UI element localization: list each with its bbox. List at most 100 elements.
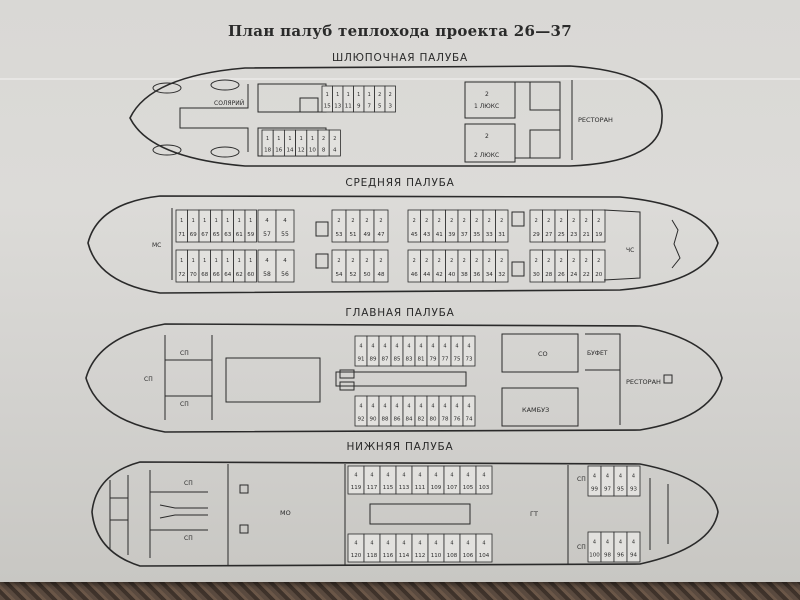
cabin-60[interactable] — [244, 249, 257, 283]
cabin-32[interactable] — [495, 249, 509, 283]
cabin-berths: 4 — [395, 343, 398, 349]
cabin-19[interactable] — [592, 209, 606, 243]
main-deck-aft-partitions — [164, 335, 213, 420]
cabin-number: 26 — [558, 272, 565, 278]
cabin-number: 20 — [595, 272, 602, 278]
cabin-berths: 2 — [337, 218, 340, 224]
cabin-berths: 4 — [434, 541, 437, 547]
cabin-berths: 4 — [443, 403, 446, 409]
middle-bow-room — [603, 209, 641, 281]
plan-title: План палуб теплохода проекта 26—37 — [227, 22, 573, 40]
cabin-number: 14 — [287, 147, 294, 153]
middle-deck-hull — [87, 195, 719, 294]
lux-1-cabin[interactable] — [464, 81, 516, 119]
lower-deck-center-block — [369, 503, 471, 525]
cabin-berths: 4 — [370, 473, 373, 479]
cabin-berths: 4 — [402, 473, 405, 479]
cabin-56[interactable] — [275, 249, 295, 283]
cabin-berths: 2 — [425, 218, 428, 224]
cabin-number: 87 — [382, 357, 389, 363]
main-deck-restaurant-stair — [663, 374, 673, 384]
cabin-number: 30 — [533, 272, 540, 278]
cabin-number: 38 — [461, 272, 468, 278]
lower-mo-label: МО — [280, 509, 291, 517]
cabin-number: 34 — [486, 272, 493, 278]
cabin-103[interactable] — [475, 465, 493, 495]
cabin-berths: 1 — [215, 258, 218, 264]
cabin-48[interactable] — [373, 249, 389, 283]
cabin-number: 61 — [236, 232, 243, 238]
cabin-number: 92 — [358, 417, 365, 423]
cabin-number: 41 — [436, 232, 443, 238]
cabin-berths: 4 — [431, 343, 434, 349]
cabin-berths: 4 — [632, 473, 635, 479]
cabin-number: 111 — [415, 485, 426, 491]
cabin-3[interactable] — [384, 85, 396, 113]
cabin-number: 90 — [370, 417, 377, 423]
cabin-berths: 1 — [203, 258, 206, 264]
boat-deck-stair — [299, 97, 319, 113]
cabin-number: 80 — [430, 417, 437, 423]
main-deck-stair — [339, 381, 355, 391]
cabin-number: 31 — [498, 232, 505, 238]
cabin-berths: 4 — [455, 403, 458, 409]
cabin-berths: 4 — [619, 539, 622, 545]
cabin-number: 62 — [236, 272, 243, 278]
cabin-number: 50 — [364, 272, 371, 278]
cabin-berths: 2 — [560, 258, 563, 264]
cabin-number: 109 — [431, 485, 442, 491]
cabin-berths: 4 — [482, 473, 485, 479]
cabin-berths: 1 — [203, 218, 206, 224]
cabin-number: 81 — [418, 357, 425, 363]
cabin-94[interactable] — [626, 531, 641, 563]
cabin-berths: 4 — [386, 473, 389, 479]
cabin-93[interactable] — [626, 465, 641, 497]
cabin-20[interactable] — [592, 249, 606, 283]
cabin-55[interactable] — [275, 209, 295, 243]
cabin-berths: 4 — [466, 473, 469, 479]
cabin-number: 119 — [351, 485, 362, 491]
cabin-berths: 1 — [249, 218, 252, 224]
cabin-number: 117 — [367, 485, 378, 491]
cabin-berths: 2 — [500, 218, 503, 224]
cabin-berths: 4 — [371, 403, 374, 409]
cabin-number: 97 — [604, 487, 611, 493]
boat-restaurant-label: РЕСТОРАН — [578, 116, 613, 124]
cabin-47[interactable] — [373, 209, 389, 243]
cabin-31[interactable] — [495, 209, 509, 243]
cabin-berths: 4 — [466, 541, 469, 547]
middle-deck-label: СРЕДНЯЯ ПАЛУБА — [345, 177, 455, 189]
cabin-number: 103 — [479, 485, 490, 491]
middle-ms-label: МС — [152, 242, 161, 249]
lower-deck: СП СП МО 4119411741154113411141094107410… — [91, 461, 719, 567]
cabin-104[interactable] — [475, 533, 493, 563]
cabin-berths: 1 — [288, 136, 291, 142]
cabin-4[interactable] — [328, 129, 341, 157]
cabin-berths: 2 — [389, 92, 392, 98]
cabin-berths: 4 — [402, 541, 405, 547]
cabin-number: 96 — [617, 553, 624, 559]
cabin-number: 13 — [334, 103, 341, 109]
boat-deck-lifeboat — [152, 82, 182, 94]
boat-deck-lifeboat — [210, 79, 240, 91]
cabin-number: 45 — [411, 232, 418, 238]
cabin-berths: 4 — [265, 218, 269, 224]
cabin-berths: 4 — [419, 343, 422, 349]
cabin-berths: 2 — [351, 258, 354, 264]
main-deck-center-block — [335, 371, 467, 387]
cabin-73[interactable] — [462, 335, 476, 367]
cabin-berths: 4 — [632, 539, 635, 545]
cabin-74[interactable] — [462, 395, 476, 427]
cabin-number: 42 — [436, 272, 443, 278]
lux-2-cabin[interactable] — [464, 123, 516, 163]
cabin-number: 23 — [570, 232, 577, 238]
cabin-59[interactable] — [244, 209, 257, 243]
cabin-number: 39 — [448, 232, 455, 238]
